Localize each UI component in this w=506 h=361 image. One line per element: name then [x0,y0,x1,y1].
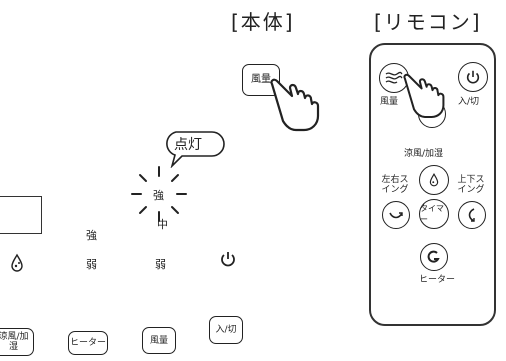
remote-power-button[interactable] [458,62,488,92]
remote-lr-swing-button[interactable] [382,201,410,229]
humidify-icon [11,253,23,272]
humidify-icon [429,173,439,187]
lit-indicator-rays [131,166,187,222]
fan-speed-button[interactable]: 風量 [142,327,176,354]
remote-ud-swing-label: 上下スイング [457,175,485,195]
indicator-mid-label: 中 [157,218,168,231]
remote-cool-humid-label: 涼風/加湿 [404,149,444,159]
pointing-hand-icon [403,73,445,118]
heater-icon [427,250,440,263]
display-window [0,196,42,234]
cool-humid-button[interactable]: 涼風/加湿 [0,328,34,356]
indicator-strong-label: 強 [86,229,97,242]
indicator-weak-label: 弱 [86,258,97,271]
indicator-weak-label: 弱 [155,258,166,271]
remote-fan-label: 風量 [380,97,399,107]
remote-ud-swing-button[interactable] [458,201,486,229]
swing-left-right-icon [389,212,403,219]
remote-power-label: 入/切 [458,97,480,107]
power-button[interactable]: 入/切 [209,316,243,344]
remote-heater-label: ヒーター [419,275,456,285]
wind-icon [385,71,403,84]
power-icon [221,252,235,267]
remote-humidify-button[interactable] [419,165,449,195]
power-icon [466,70,480,84]
remote-timer-button[interactable]: タイマー [419,199,449,229]
lit-indicator-label: 強 [153,189,164,202]
remote-heater-button[interactable] [420,243,448,271]
heater-button[interactable]: ヒーター [68,331,108,355]
callout-text: 点灯 [174,137,202,153]
swing-up-down-icon [468,208,475,222]
remote-lr-swing-label: 左右スイング [381,175,409,195]
pointing-hand-icon [270,78,320,132]
callout-bubble [166,131,225,168]
remote-header: [リモコン] [374,10,482,34]
body-header: [本体] [231,10,295,34]
